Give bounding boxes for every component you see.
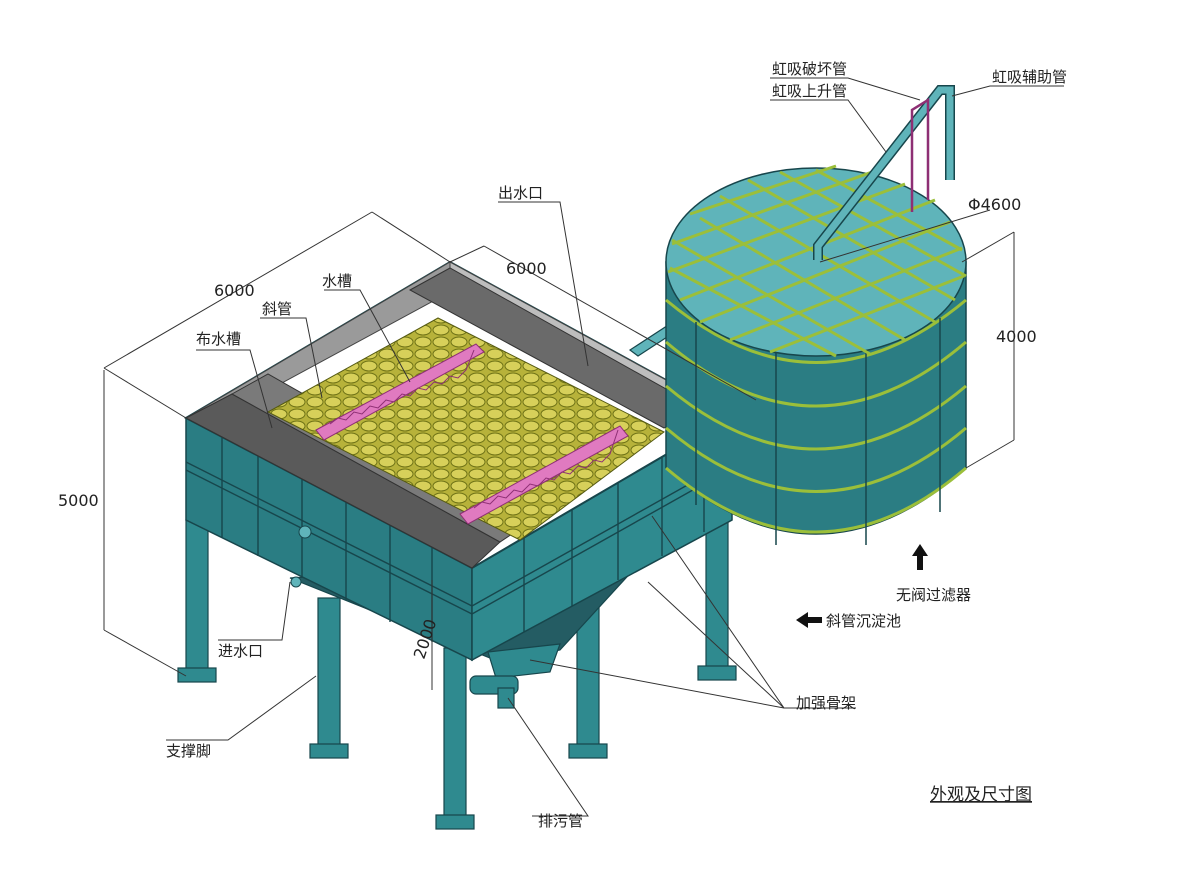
label-outlet: 出水口 bbox=[498, 184, 543, 202]
left-arrow-icon bbox=[796, 612, 822, 628]
siphon-pipes bbox=[813, 85, 955, 260]
dim-filter-height: 4000 bbox=[996, 327, 1037, 346]
label-support-legs: 支撑脚 bbox=[166, 742, 211, 760]
label-sludge-pipe: 排污管 bbox=[538, 812, 583, 830]
label-water-trough: 水槽 bbox=[322, 272, 352, 290]
leader-lines bbox=[166, 77, 1064, 817]
up-arrow-icon bbox=[912, 544, 928, 570]
label-siphon-break: 虹吸破坏管 bbox=[772, 60, 847, 78]
label-inlet: 进水口 bbox=[218, 642, 263, 660]
dim-width: 6000 bbox=[506, 259, 547, 278]
settling-tank bbox=[177, 260, 737, 830]
support-legs bbox=[177, 519, 737, 830]
label-valveless-filter: 无阀过滤器 bbox=[896, 586, 971, 604]
label-reinforcing-frame: 加强骨架 bbox=[796, 694, 856, 712]
drawing-caption: 外观及尺寸图 bbox=[930, 785, 1032, 805]
label-siphon-riser: 虹吸上升管 bbox=[772, 82, 847, 100]
dim-length: 6000 bbox=[214, 281, 255, 300]
dimension-lines bbox=[103, 209, 1015, 690]
water-troughs bbox=[315, 343, 629, 525]
tank-interior bbox=[184, 261, 734, 588]
dim-height: 5000 bbox=[58, 491, 99, 510]
sludge-pipe bbox=[469, 675, 519, 709]
arrow-icons bbox=[796, 544, 928, 628]
label-siphon-aux: 虹吸辅助管 bbox=[992, 68, 1067, 86]
label-inclined-tube: 斜管 bbox=[262, 300, 292, 318]
valveless-filter bbox=[665, 85, 967, 545]
inlet-nozzle bbox=[290, 525, 312, 588]
label-settling-tank: 斜管沉淀池 bbox=[826, 612, 901, 630]
labels: 出水口 水槽 斜管 布水槽 进水口 支撑脚 排污管 加强骨架 虹吸破坏管 虹吸上… bbox=[58, 60, 1067, 830]
label-distribution-trough: 布水槽 bbox=[196, 330, 241, 348]
dim-diameter: Φ4600 bbox=[968, 195, 1021, 214]
filter-top-grid bbox=[667, 164, 967, 358]
inclined-tube-bed bbox=[266, 317, 665, 541]
